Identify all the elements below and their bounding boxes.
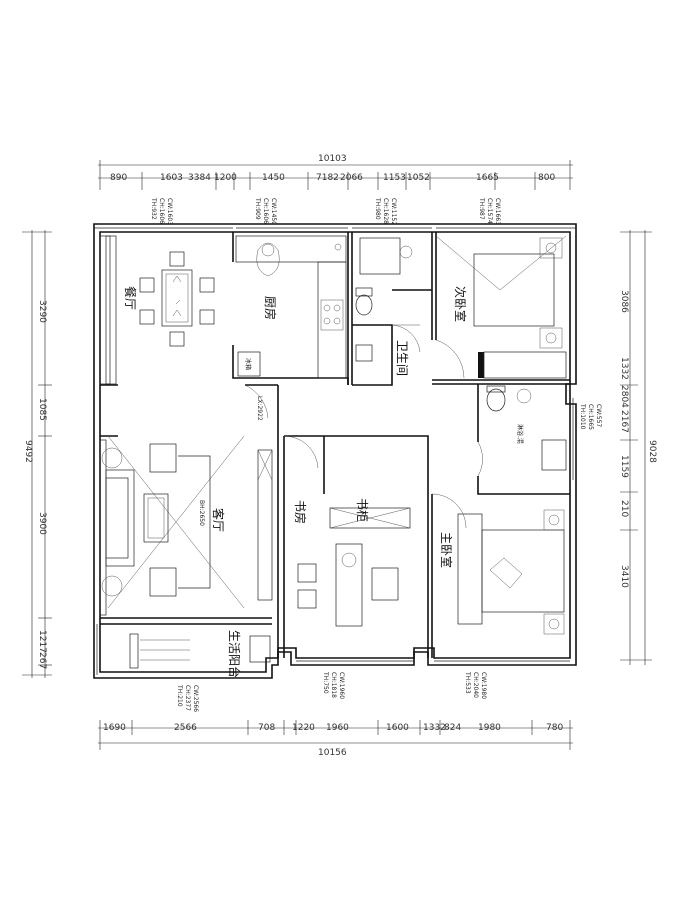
bathroom-fixtures (355, 237, 421, 362)
opening-label: CH:1818 (330, 672, 337, 698)
opening-label: CH:1628 (382, 198, 389, 224)
kitchen-fixtures (235, 235, 347, 379)
shower-label: 淋浴.混 (516, 424, 524, 444)
master-bath-fixtures (477, 385, 567, 477)
opening-label: TH:932 (150, 197, 157, 220)
left-dimension: 267 (37, 652, 47, 669)
master-window-labels: CW:1980 CH:2040 TH:533 (464, 671, 487, 699)
fridge-label: 冰箱 (244, 358, 252, 370)
living-opening-label: LX:2922 (256, 396, 263, 421)
left-dimension: 1217 (37, 630, 47, 653)
right-dimension: 210 (619, 500, 629, 517)
opening-label: TH:909 (254, 197, 261, 220)
top-dimension: 1603 (160, 173, 183, 183)
balcony-fixtures (140, 635, 271, 663)
right-dimension: 2167 (619, 410, 629, 433)
bedroom2-fixtures (435, 235, 567, 379)
opening-label: CH:1665 (587, 404, 594, 430)
bottom-dimension: 1220 (292, 723, 315, 733)
walls (93, 223, 577, 679)
balcony-window-labels: CW:2566 CH:2377 TH:210 (176, 684, 199, 712)
right-dimension: 2804 (619, 385, 629, 408)
opening-label: CH:2377 (184, 685, 191, 711)
left-dimensions: 3290 1085 3900 1217 267 9492 (22, 230, 52, 678)
top-dimension: 1153 (383, 173, 406, 183)
room-label-balcony: 生活阳台 (227, 630, 242, 678)
opening-label: CW:1603 (166, 198, 173, 225)
top-dimension: 3384 (188, 173, 211, 183)
dining-window-labels: CW:1603 CH:1606 TH:932 (150, 197, 173, 225)
opening-label: CH:1606 (158, 198, 165, 224)
bedroom2-window-labels: CW:1663 CH:1574 TH:987 (478, 197, 501, 225)
opening-label: CH:2040 (472, 672, 479, 698)
top-dimension: 1665 (476, 173, 499, 183)
bottom-dimensions: 1690 2566 708 1220 1960 1600 1332 824 19… (98, 720, 573, 758)
study-window-labels: CW:1960 CH:1818 TH:750 (322, 671, 345, 699)
room-label-bathroom: 卫生间 (395, 340, 409, 376)
opening-label: CW:1450 (270, 198, 277, 225)
room-label-study: 书房 (293, 500, 308, 524)
study-fixtures (283, 435, 411, 627)
master-bedroom-fixtures (431, 493, 565, 635)
opening-label: CW:557 (595, 404, 602, 427)
room-label-dining: 餐厅 (123, 286, 138, 310)
right-dimension: 1332 (619, 357, 629, 380)
top-dimensions: 10103 890 1603 3384 1200 1450 7182 2066 … (98, 154, 573, 190)
top-dimension: 1200 (214, 173, 237, 183)
top-dimension: 890 (110, 173, 127, 183)
bottom-dimension: 1980 (478, 723, 501, 733)
opening-label: TH:750 (322, 671, 329, 694)
room-label-bookcase: 书柜 (355, 498, 369, 522)
bottom-dimension: 1690 (103, 723, 126, 733)
bottom-dimension: 824 (444, 723, 461, 733)
master-bath-window-labels: CW:557 CH:1665 TH:1010 (579, 403, 602, 430)
top-dimension: 1052 (407, 173, 430, 183)
opening-label: CH:1574 (486, 198, 493, 224)
opening-label: CW:1960 (338, 672, 345, 699)
top-dimension: 800 (538, 173, 555, 183)
right-dimension: 3086 (619, 290, 629, 313)
left-total-dimension: 9492 (23, 440, 33, 463)
opening-label: TH:210 (176, 684, 183, 707)
bath-window-labels: CW:1152 CH:1628 TH:980 (374, 197, 397, 225)
opening-label: CW:1980 (480, 672, 487, 699)
bottom-dimension: 1332 (423, 723, 446, 733)
bottom-dimension: 1600 (386, 723, 409, 733)
right-dimension: 3410 (619, 565, 629, 588)
right-total-dimension: 9028 (647, 440, 657, 463)
top-dimension: 2066 (340, 173, 363, 183)
opening-label: CH:1606 (262, 198, 269, 224)
top-dimension: 7182 (316, 173, 339, 183)
bottom-dimension: 780 (546, 723, 563, 733)
bottom-dimension: 2566 (174, 723, 197, 733)
right-dimensions: 3086 1332 2804 2167 1159 210 3410 9028 (619, 230, 657, 665)
bottom-dimension: 708 (258, 723, 275, 733)
room-label-master-bedroom: 主卧室 (439, 532, 454, 568)
left-dimension: 1085 (37, 398, 47, 421)
opening-label: TH:1010 (579, 403, 586, 430)
opening-label: CW:2566 (192, 685, 199, 712)
opening-label: TH:987 (478, 197, 485, 220)
windows (94, 227, 576, 675)
room-label-kitchen: 厨房 (263, 296, 278, 320)
room-label-bedroom2: 次卧室 (453, 286, 468, 322)
dining-table-set (139, 251, 215, 347)
bottom-total-dimension: 10156 (318, 748, 347, 758)
left-dimension: 3900 (37, 512, 47, 535)
tv-label: BH:2650 (198, 500, 205, 526)
opening-label: TH:980 (374, 197, 381, 220)
room-label-living: 客厅 (211, 508, 226, 532)
right-dimension: 1159 (619, 455, 629, 478)
opening-label: CW:1152 (390, 198, 397, 225)
bottom-dimension: 1960 (326, 723, 349, 733)
kitchen-window-labels: CW:1450 CH:1606 TH:909 (254, 197, 277, 225)
opening-label: TH:533 (464, 671, 471, 694)
opening-label: CW:1663 (494, 198, 501, 225)
top-dimension: 1450 (262, 173, 285, 183)
living-fixtures (101, 384, 273, 609)
left-dimension: 3290 (37, 300, 47, 323)
top-total-dimension: 10103 (318, 154, 347, 164)
